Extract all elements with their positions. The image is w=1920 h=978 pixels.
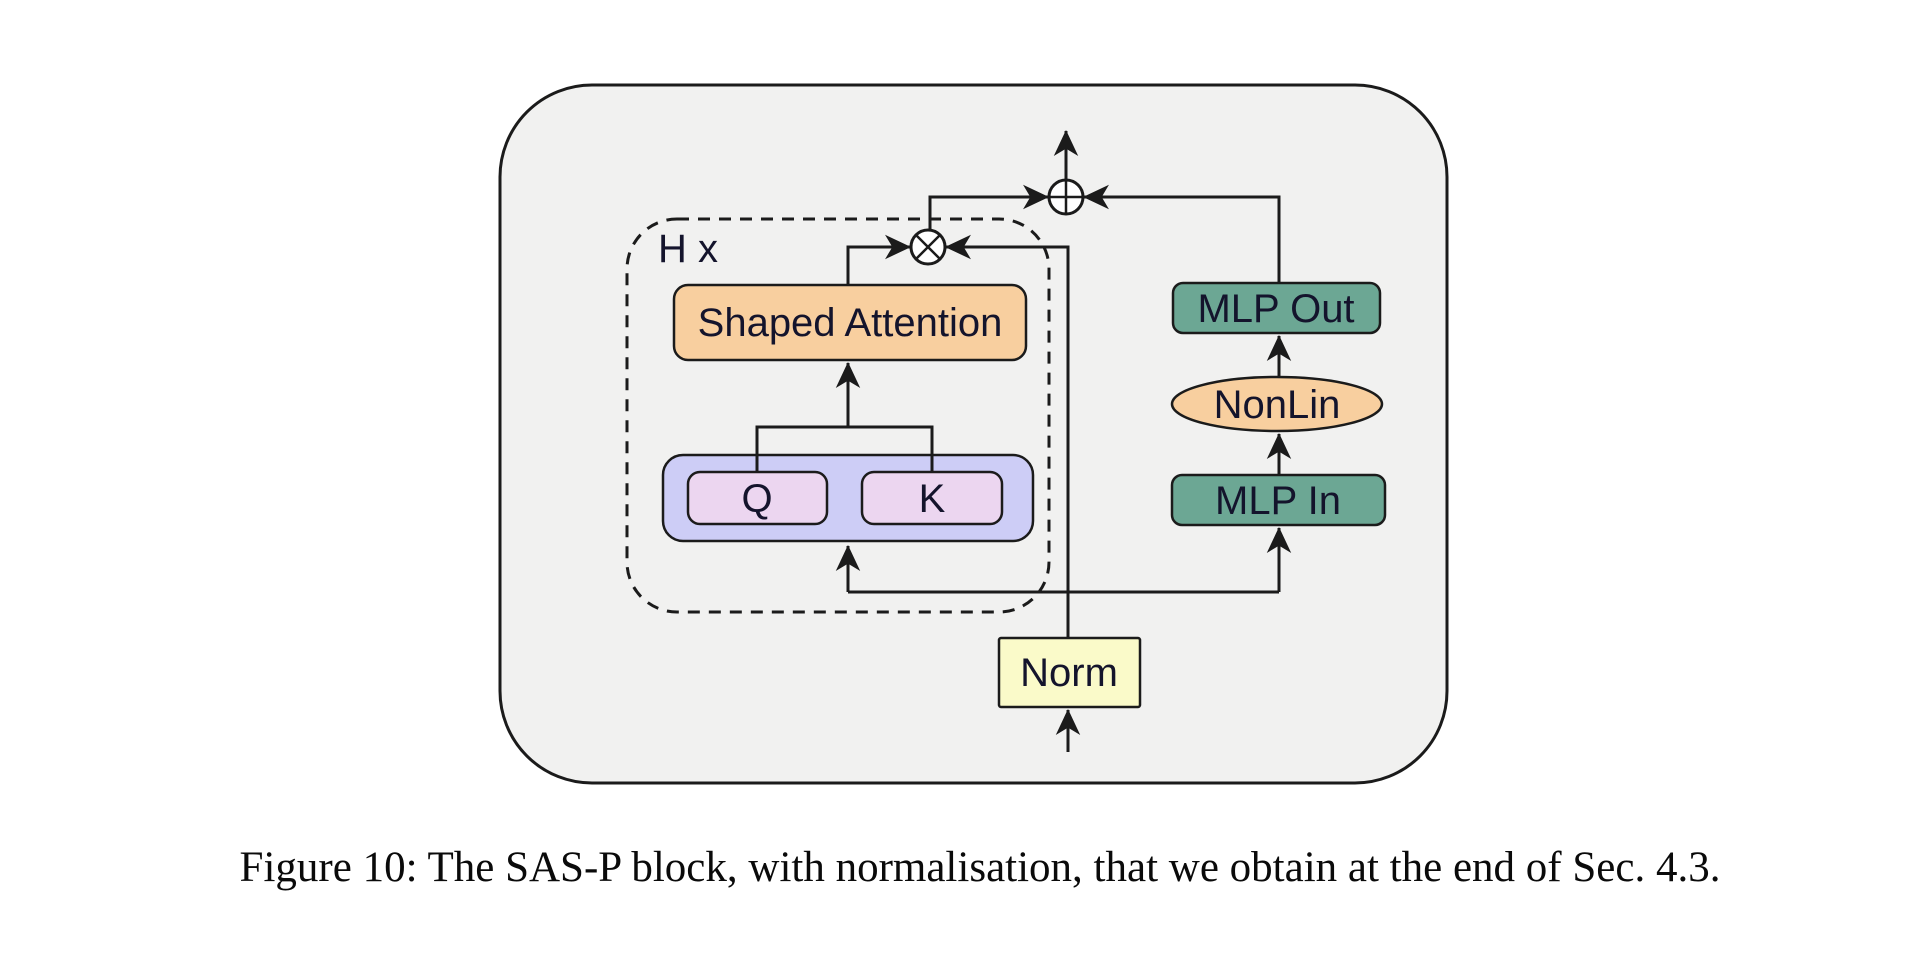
norm-label: Norm: [1020, 651, 1118, 695]
connectors: [755, 129, 1292, 752]
connector-attention-to-multiply: [846, 234, 912, 285]
mlp-out-box: [1171, 281, 1382, 335]
shaped-attention-label: Shaped Attention: [698, 301, 1003, 345]
add-cross: [1049, 180, 1083, 214]
mlp-out-label: MLP Out: [1197, 287, 1354, 331]
mlp-in-box: [1170, 473, 1387, 527]
k-projection-label: K: [919, 477, 946, 521]
shaped-attention-box: [672, 283, 1028, 362]
multiply-cross: [915, 234, 941, 260]
heads-repeat-group-outline: [625, 217, 1051, 614]
transformer-block-outline: [498, 83, 1449, 785]
norm-box: [997, 636, 1142, 709]
connector-multiply-to-add: [928, 184, 1050, 230]
nonlin-label: NonLin: [1214, 383, 1341, 427]
connector-norm-to-multiply: [944, 234, 1070, 638]
k-projection-box: [860, 470, 1004, 526]
q-projection-box: [686, 470, 829, 526]
multiply-operator-icon: [909, 228, 947, 266]
figure-caption: Figure 10: The SAS-P block, with normali…: [239, 844, 1721, 891]
add-operator-icon: [1047, 178, 1085, 216]
nonlin-ellipse: [1170, 375, 1384, 433]
mlp-in-label: MLP In: [1215, 479, 1341, 523]
heads-repeat-label: H x: [658, 227, 718, 271]
q-projection-label: Q: [741, 477, 772, 521]
connector-mlp-out-to-add: [1082, 184, 1281, 283]
connector-qk-yoke: [755, 425, 934, 472]
